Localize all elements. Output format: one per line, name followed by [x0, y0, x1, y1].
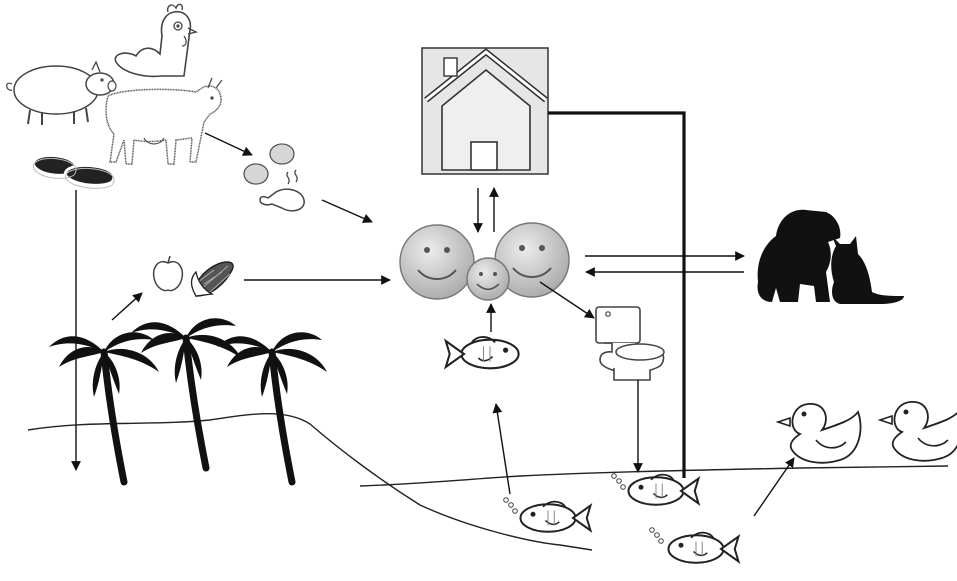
cow-icon [105, 77, 223, 165]
ground-line [27, 413, 593, 551]
people-icon [399, 222, 570, 301]
manure-icon [31, 154, 116, 189]
fish-icon [444, 335, 520, 370]
water-bubbles-icon [611, 473, 626, 490]
arrow-food-to-people [321, 199, 373, 223]
house-icon [421, 47, 549, 175]
arrow-water-to-duck [753, 457, 795, 517]
cat-icon [831, 236, 904, 304]
egg-icon [243, 143, 295, 185]
landscape [27, 413, 949, 551]
fish-icon [667, 531, 740, 564]
water-bubbles-icon [503, 497, 518, 514]
palm-tree-icon [49, 332, 159, 482]
pig-icon [6, 60, 117, 125]
cooked-chicken-icon [259, 169, 305, 212]
drain-line [548, 111, 686, 478]
water-bubbles-icon [649, 527, 664, 544]
arrow-people-to-toilet [539, 281, 595, 319]
arrow-livestock-to-food [204, 132, 253, 156]
fish-icon [519, 500, 592, 533]
duck-icon [777, 402, 862, 464]
fruit-icon [152, 255, 184, 292]
arrow-tree-to-fruit [111, 292, 143, 321]
duck-icon [879, 400, 957, 462]
corn-icon [190, 261, 234, 297]
arrow-water-to-fish [492, 403, 511, 495]
arrows [71, 132, 795, 517]
dog-icon [757, 209, 841, 302]
toilet-icon [595, 306, 665, 381]
palm-tree-icon [131, 318, 241, 468]
chicken-icon [114, 3, 199, 78]
water-surface-line [359, 465, 949, 487]
fish-icon [627, 473, 700, 506]
palm-tree-icon [217, 332, 327, 482]
